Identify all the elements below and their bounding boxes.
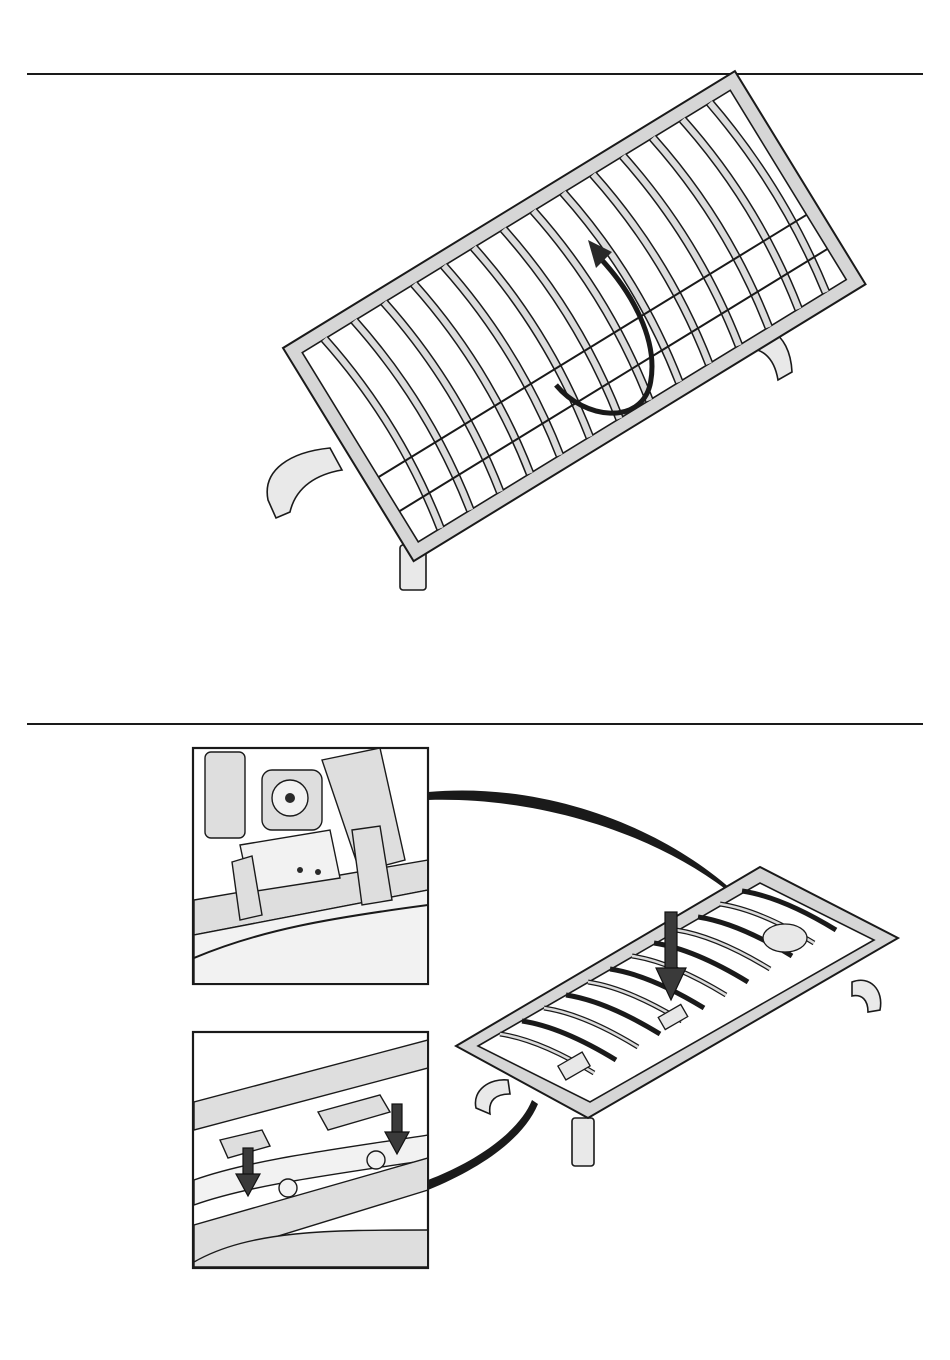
mechanism-detail (193, 748, 428, 984)
leader-line-bottom (428, 1100, 538, 1190)
bracket-detail (193, 1032, 428, 1268)
